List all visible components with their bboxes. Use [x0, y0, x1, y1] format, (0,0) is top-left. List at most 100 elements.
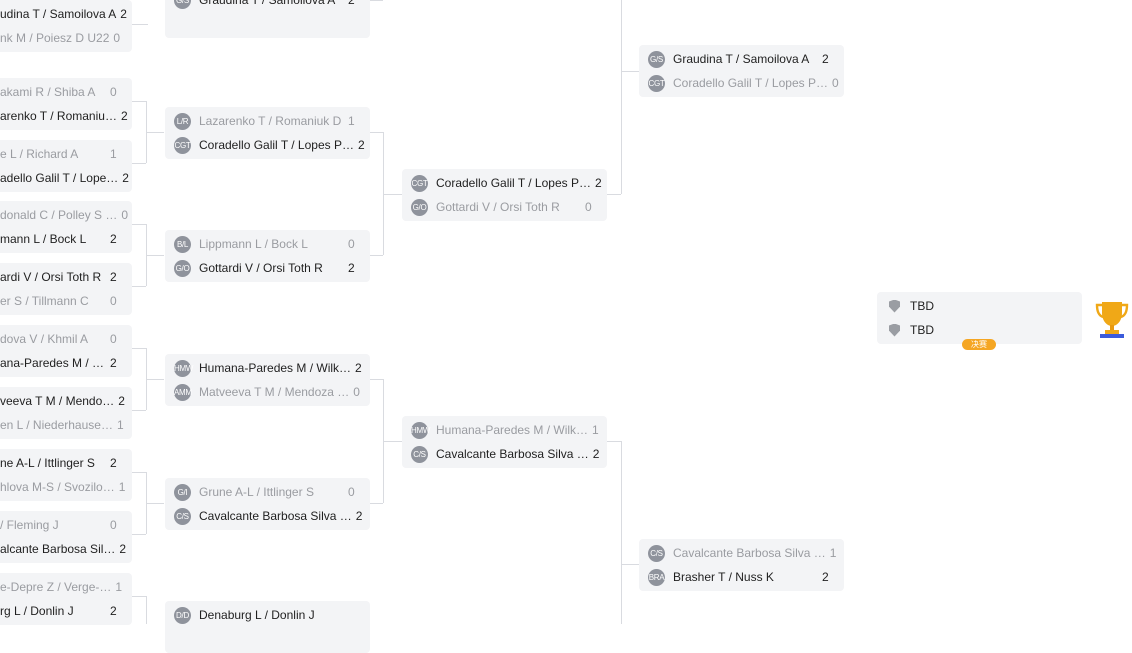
team-name: TBD — [910, 323, 934, 337]
team-row: D/D Denaburg L / Donlin J — [165, 603, 370, 627]
team-score: 0 — [113, 31, 121, 45]
team-name: Matveeva T M / Mendoza … — [199, 385, 350, 399]
connector — [132, 101, 146, 102]
team-avatar: C/S — [411, 445, 428, 463]
team-row: veeva T M / Mendo…2 — [0, 389, 132, 413]
team-avatar: CGT — [174, 136, 191, 154]
team-score: 2 — [122, 171, 129, 185]
connector — [383, 132, 384, 255]
match-card[interactable]: akami R / Shiba A 0 arenko T / Romaniu…2 — [0, 78, 132, 130]
team-name: akami R / Shiba A — [0, 85, 96, 99]
team-score: 2 — [110, 456, 117, 470]
connector — [606, 441, 621, 442]
team-row: arenko T / Romaniu…2 — [0, 104, 132, 128]
team-row: ana-Paredes M / …2 — [0, 351, 132, 375]
team-avatar: G/O — [174, 259, 191, 277]
trophy-icon — [1095, 302, 1129, 338]
connector — [132, 472, 146, 473]
team-score: 2 — [110, 270, 117, 284]
team-name: e-Depre Z / Verge-… — [0, 580, 112, 594]
team-name: Humana-Paredes M / Wilk… — [436, 423, 589, 437]
team-name: rg L / Donlin J — [0, 604, 74, 618]
team-row: en L / Niederhause…1 — [0, 413, 132, 437]
match-card[interactable]: ne A-L / Ittlinger S 2 hlova M-S / Svozilo… — [0, 449, 132, 501]
team-name: Grune A-L / Ittlinger S — [199, 485, 314, 499]
team-score: 1 — [118, 480, 126, 494]
team-name: Denaburg L / Donlin J — [199, 608, 315, 622]
team-score: 2 — [357, 138, 365, 152]
team-score: 0 — [110, 85, 117, 99]
team-score: 2 — [822, 570, 829, 584]
team-name: Lippmann L / Bock L — [199, 237, 308, 251]
connector — [146, 379, 164, 380]
team-score: 0 — [121, 208, 129, 222]
team-name: Graudina T / Samoilova A — [199, 0, 336, 7]
team-score: 2 — [119, 542, 127, 556]
connector — [146, 596, 147, 624]
final-match-card[interactable]: TBD TBD — [877, 292, 1082, 344]
connector — [146, 503, 164, 504]
team-score: 2 — [594, 176, 602, 190]
connector — [132, 163, 146, 164]
team-score: 2 — [120, 7, 127, 21]
team-score: 0 — [110, 518, 117, 532]
team-name: hlova M-S / Svozilo… — [0, 480, 115, 494]
team-avatar: HMW — [174, 359, 193, 377]
team-row: akami R / Shiba A 0 — [0, 80, 132, 104]
team-avatar: D/D — [174, 606, 191, 624]
team-name: arenko T / Romaniu… — [0, 109, 117, 123]
team-name: Cavalcante Barbosa Silva … — [199, 509, 352, 523]
team-score: 2 — [120, 109, 128, 123]
team-name: Graudina T / Samoilova A — [673, 52, 810, 66]
team-name: alcante Barbosa Sil… — [0, 542, 116, 556]
connector — [383, 441, 402, 442]
connector — [146, 255, 164, 256]
team-score: 0 — [110, 332, 117, 346]
team-score: 1 — [110, 147, 117, 161]
team-name: donald C / Polley S … — [0, 208, 118, 222]
team-avatar: AMM — [174, 383, 192, 401]
connector — [132, 24, 148, 25]
connector — [621, 71, 639, 72]
connector — [132, 348, 146, 349]
team-name: / Fleming J — [0, 518, 59, 532]
match-card[interactable]: D/D Denaburg L / Donlin J — [165, 601, 370, 653]
match-card[interactable]: / Fleming J 0 alcante Barbosa Sil…2 — [0, 511, 132, 563]
connector — [369, 132, 383, 133]
team-row: donald C / Polley S …0 — [0, 203, 132, 227]
team-avatar: CGT — [648, 74, 665, 92]
team-score: 1 — [829, 546, 837, 560]
team-name: e L / Richard A — [0, 147, 79, 161]
shield-icon — [889, 299, 900, 313]
team-avatar: L/R — [174, 112, 191, 130]
team-name: ne A-L / Ittlinger S — [0, 456, 95, 470]
